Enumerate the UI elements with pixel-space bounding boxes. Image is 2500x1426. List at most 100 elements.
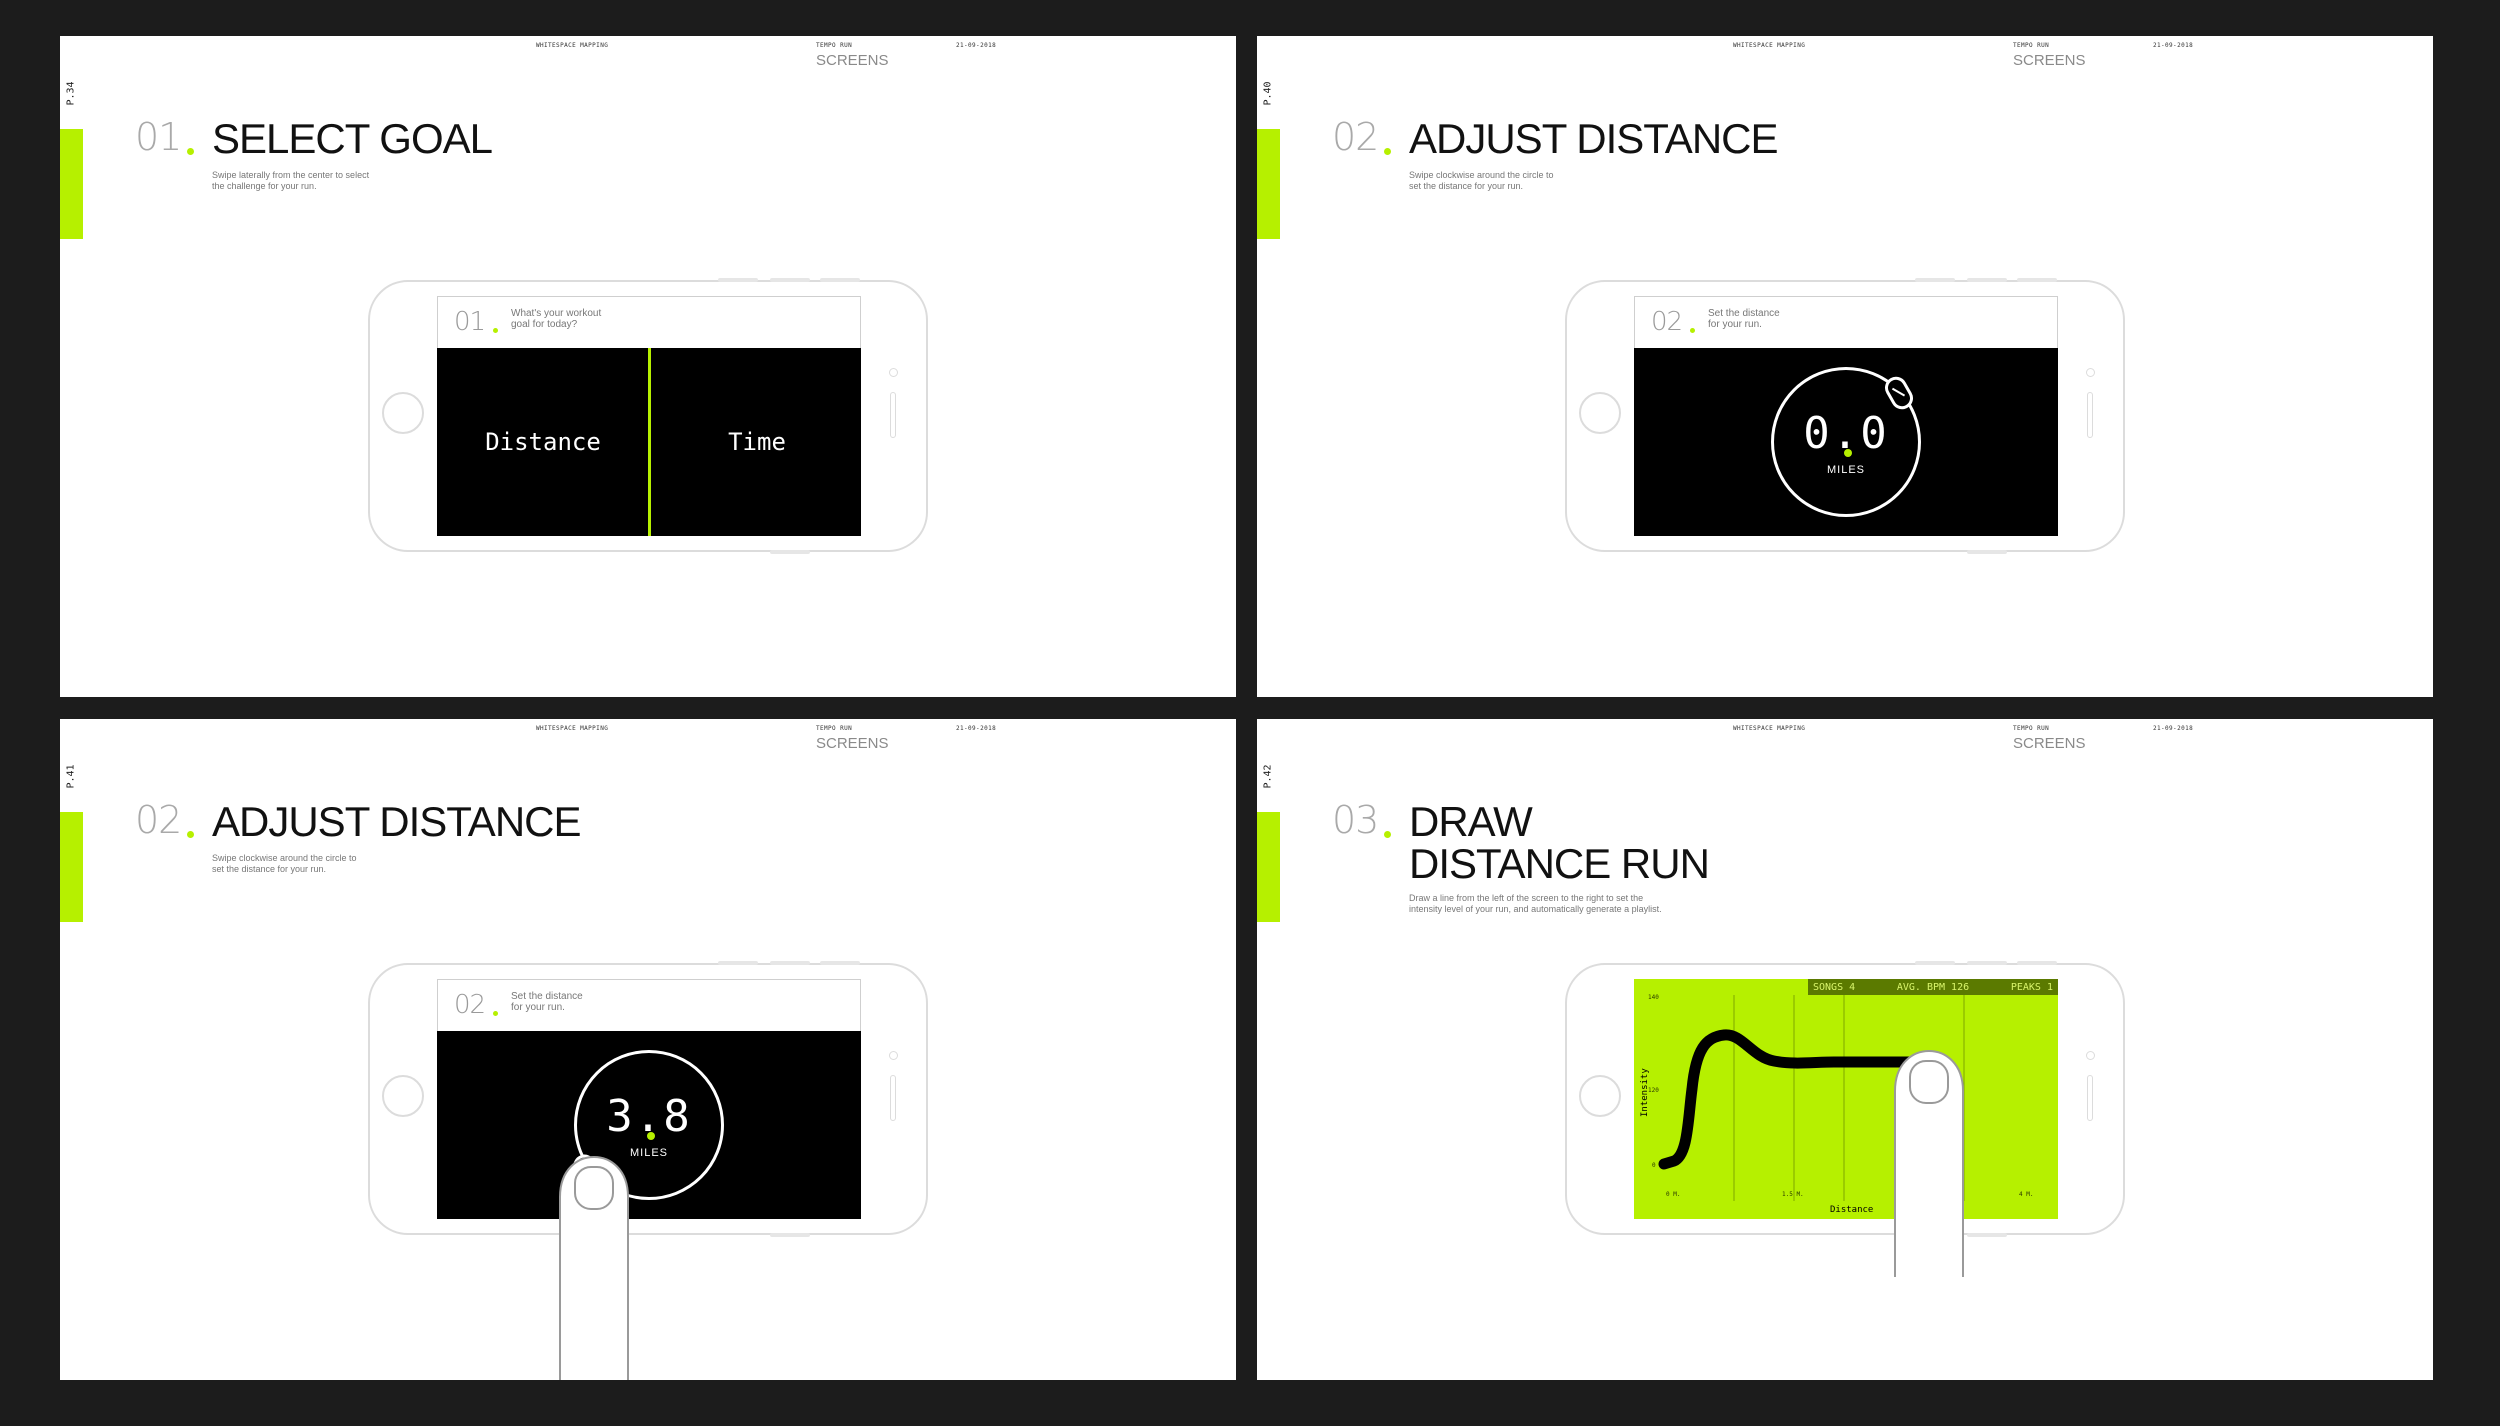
camera-icon [2086, 1051, 2095, 1060]
screen-prompt: Set the distance for your run. [1708, 308, 1780, 330]
phone-screen: 01 What's your workout goal for today? D… [437, 296, 861, 536]
phone-screen: 02 Set the distance for your run. 3.8 MI… [437, 979, 861, 1219]
phone-button [718, 278, 758, 282]
screen-header: 01 What's your workout goal for today? [437, 296, 861, 348]
intensity-curve[interactable] [1658, 1029, 1920, 1170]
page-number: P.42 [1262, 764, 1274, 789]
page-description: Swipe clockwise around the circle to set… [212, 853, 357, 874]
phone-mockup: SONGS 4 AVG. BPM 126 PEAKS 1 0 120 140 0… [1565, 961, 2125, 1237]
y-tick-label: 0 [1652, 1162, 1656, 1169]
home-button [1579, 392, 1621, 434]
distance-unit: MILES [629, 1147, 668, 1159]
finger-gesture-icon [1894, 1049, 1964, 1277]
phone-mockup: 02 Set the distance for your run. 0.0 MI… [1565, 278, 2125, 554]
decimal-dot [647, 1132, 655, 1140]
section-label: SCREENS [2013, 735, 2086, 752]
intensity-chart-screen[interactable]: SONGS 4 AVG. BPM 126 PEAKS 1 0 120 140 0… [1634, 979, 2058, 1219]
home-button [1579, 1075, 1621, 1117]
section-label: SCREENS [816, 52, 889, 69]
accent-bar [60, 129, 83, 239]
project-label: WHITESPACE MAPPING [1733, 725, 1806, 732]
camera-icon [2086, 368, 2095, 377]
phone-button [770, 550, 810, 554]
phone-button [1967, 1233, 2007, 1237]
page-title-line2: DISTANCE RUN [1409, 840, 1710, 887]
project-label: WHITESPACE MAPPING [1733, 42, 1806, 49]
distance-dial[interactable]: 0.0 MILES [1771, 367, 1921, 517]
page-title: ADJUST DISTANCE [212, 798, 581, 845]
camera-icon [889, 1051, 898, 1060]
page-number: P.41 [65, 764, 77, 789]
page-number: P.34 [65, 81, 77, 106]
phone-button [770, 278, 810, 282]
screen-step-number: 01 [454, 307, 486, 337]
distance-value: 3.8 [606, 1091, 692, 1142]
screen-prompt: Set the distance for your run. [511, 991, 583, 1013]
date-label: 21-09-2018 [956, 725, 997, 732]
phone-button [1967, 961, 2007, 965]
step-dot [493, 328, 498, 333]
phone-button [1967, 278, 2007, 282]
phone-mockup: 02 Set the distance for your run. 3.8 MI… [368, 961, 928, 1237]
section-label: SCREENS [816, 735, 889, 752]
finger-gesture-icon [559, 1155, 629, 1380]
app-label: TEMPO RUN [2013, 725, 2050, 732]
phone-button [1967, 550, 2007, 554]
phone-button [2017, 278, 2057, 282]
playlist-stats-bar: SONGS 4 AVG. BPM 126 PEAKS 1 [1808, 979, 2058, 995]
page-description: Swipe clockwise around the circle to set… [1409, 170, 1554, 191]
goal-option-distance[interactable]: Distance [485, 428, 601, 456]
date-label: 21-09-2018 [2153, 725, 2194, 732]
y-tick-label: 140 [1648, 994, 1659, 1001]
speaker-icon [890, 392, 896, 438]
decimal-dot [1844, 449, 1852, 457]
phone-button [1915, 278, 1955, 282]
panel-select-goal: WHITESPACE MAPPING TEMPO RUN 21-09-2018 … [60, 36, 1236, 697]
x-tick-label: 1.5 M. [1782, 1191, 1804, 1198]
app-label: TEMPO RUN [816, 725, 853, 732]
phone-button [820, 278, 860, 282]
step-dot [187, 148, 194, 155]
page-description: Draw a line from the left of the screen … [1409, 893, 1662, 914]
page-description: Swipe laterally from the center to selec… [212, 170, 370, 191]
date-label: 21-09-2018 [956, 42, 997, 49]
panel-adjust-distance: WHITESPACE MAPPING TEMPO RUN 21-09-2018 … [1257, 36, 2433, 697]
phone-button [1915, 961, 1955, 965]
page-title: SELECT GOAL [212, 115, 493, 162]
songs-count: SONGS 4 [1813, 981, 1856, 993]
phone-button [770, 1233, 810, 1237]
step-dot [1690, 328, 1695, 333]
home-button [382, 392, 424, 434]
page-title: ADJUST DISTANCE [1409, 115, 1778, 162]
phone-button [820, 961, 860, 965]
accent-bar [60, 812, 83, 922]
step-number: 02 [135, 798, 182, 842]
accent-bar [1257, 812, 1280, 922]
x-axis-label: Distance [1830, 1205, 1873, 1215]
y-axis-label: Intensity [1640, 1068, 1650, 1117]
speaker-icon [2087, 1075, 2093, 1121]
home-button [382, 1075, 424, 1117]
distance-value: 0.0 [1803, 408, 1889, 459]
speaker-icon [890, 1075, 896, 1121]
avg-bpm: AVG. BPM 126 [1896, 981, 1970, 993]
project-label: WHITESPACE MAPPING [536, 42, 609, 49]
distance-dial[interactable]: 3.8 MILES [574, 1050, 724, 1200]
app-label: TEMPO RUN [2013, 42, 2050, 49]
step-number: 03 [1332, 798, 1379, 842]
goal-option-time[interactable]: Time [728, 428, 786, 456]
section-label: SCREENS [2013, 52, 2086, 69]
x-tick-label: 4 M. [2019, 1191, 2033, 1198]
page-title: DRAW [1409, 798, 1533, 845]
step-dot [187, 831, 194, 838]
y-tick-label: 120 [1648, 1087, 1659, 1094]
step-dot [1384, 148, 1391, 155]
screen-step-number: 02 [1651, 307, 1683, 337]
screen-prompt: What's your workout goal for today? [511, 308, 602, 330]
page-number: P.40 [1262, 81, 1274, 106]
phone-screen: 02 Set the distance for your run. 0.0 MI… [1634, 296, 2058, 536]
app-label: TEMPO RUN [816, 42, 853, 49]
goal-divider[interactable] [648, 348, 651, 536]
intensity-chart[interactable]: 0 120 140 0 M. 1.5 M. 4 M. Distance Inte… [1634, 979, 2058, 1219]
panel-adjust-distance-active: WHITESPACE MAPPING TEMPO RUN 21-09-2018 … [60, 719, 1236, 1380]
